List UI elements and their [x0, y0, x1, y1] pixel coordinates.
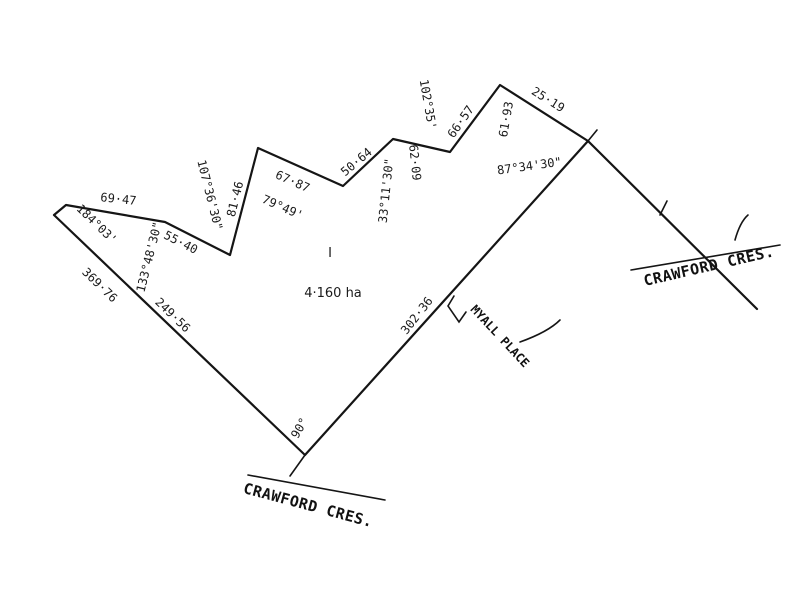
lot-area: 4·160 ha [304, 286, 362, 301]
bearing-90: 90° [288, 415, 311, 441]
myall-place-bracket [447, 295, 467, 324]
bearing-107-36: 107°36'30" [194, 158, 225, 231]
dimension-61-93: 61·93 [496, 100, 516, 138]
bearing-102-35: 102°35' [417, 78, 440, 130]
bearing-33-11: 33°11'30" [376, 158, 397, 224]
street-crawford-cres-bottom: CRAWFORD CRES. [242, 479, 376, 531]
road-tick [659, 200, 668, 216]
dimension-69-47: 69·47 [100, 190, 137, 208]
bearing-79-49: 79°49' [260, 192, 305, 222]
dimension-67-87: 67·87 [273, 168, 312, 195]
bottom-road-tick [289, 454, 306, 477]
street-myall-place: MYALL PLACE [468, 302, 532, 370]
bearing-87-34: 87°34'30" [496, 155, 562, 178]
lot-number: I [328, 246, 332, 261]
corner-tick [587, 129, 598, 142]
lot-boundary-line [52, 83, 590, 457]
dimension-81-46: 81·46 [224, 180, 246, 218]
side-road-stub [734, 214, 749, 241]
bearing-133-48: 133°48'30" [134, 220, 165, 293]
crawford-bottom-underline [247, 474, 386, 501]
myall-place-curve [519, 319, 561, 343]
crawford-right-underline [630, 244, 781, 271]
crawford-cres-right-road-line [586, 139, 759, 311]
dimension-55-40: 55·40 [162, 228, 201, 257]
street-crawford-cres-right: CRAWFORD CRES. [642, 242, 776, 290]
dimension-62-09: 62·09 [406, 144, 424, 181]
dimension-25-19: 25·19 [529, 84, 567, 115]
